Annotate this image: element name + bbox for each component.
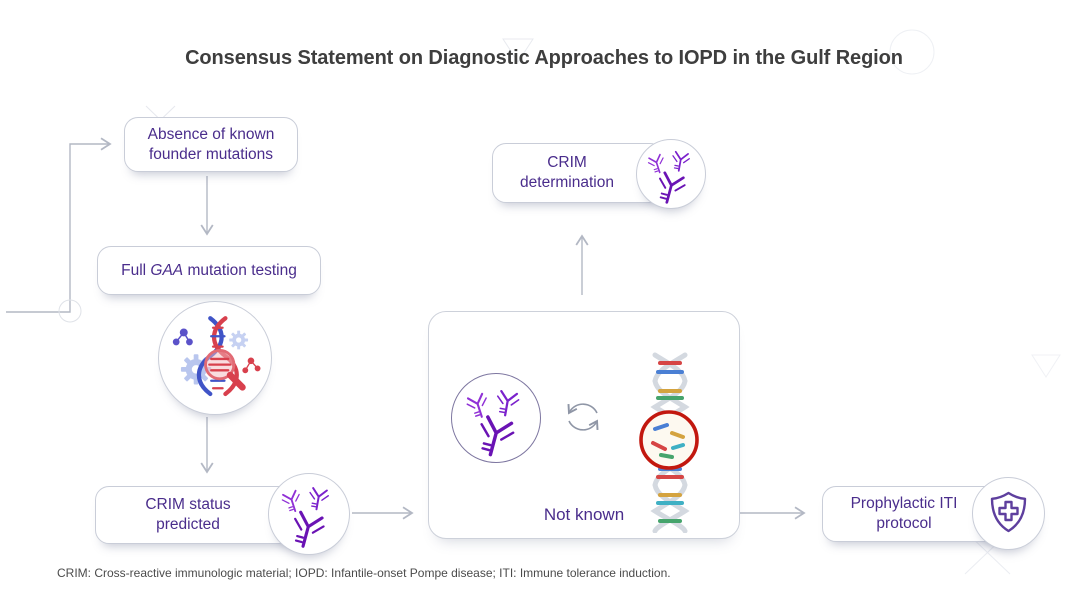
node-not-known: Not known — [428, 311, 740, 539]
circle-decoration-icon — [58, 299, 82, 323]
genetic-testing-circle — [158, 301, 272, 415]
triangle-decoration-icon — [1031, 354, 1061, 378]
refresh-cycle-icon — [567, 403, 599, 431]
iti-shield-circle — [972, 477, 1045, 550]
node-label: predicted — [156, 516, 220, 533]
node-label: Full GAA mutation testing — [121, 261, 297, 279]
antibody-trio-icon — [464, 389, 521, 461]
node-label: Prophylactic ITI — [850, 495, 958, 513]
node-label: Absence of known — [147, 125, 275, 143]
connector-entry — [6, 137, 112, 313]
node-label: CRIM — [547, 154, 587, 172]
node-absence-founder-mutations: Absence of known founder mutations — [124, 117, 298, 172]
node-crim-determination: CRIM determination — [492, 143, 664, 203]
node-gaa-mutation-testing: Full GAA mutation testing — [97, 246, 321, 295]
abbreviation-key: CRIM: Cross-reactive immunologic materia… — [57, 566, 671, 580]
node-label: determination — [520, 174, 614, 191]
node-label: founder mutations — [148, 145, 274, 163]
slide-title: Consensus Statement on Diagnostic Approa… — [185, 47, 903, 69]
shield-cross-icon — [990, 491, 1027, 533]
dna-gear-magnifier-icon — [172, 316, 261, 397]
antibody-trio-icon — [646, 150, 691, 207]
node-label-not-known: Not known — [543, 505, 625, 524]
node-label: CRIM status — [145, 496, 231, 514]
node-label: protocol — [876, 515, 932, 532]
antibody-trio-icon — [279, 486, 331, 552]
dna-helix-red-circle-icon — [639, 352, 699, 533]
notknown-antibody-circle — [451, 373, 541, 463]
crim-determination-antibody-circle — [636, 139, 706, 209]
crim-status-antibody-circle — [268, 473, 350, 555]
